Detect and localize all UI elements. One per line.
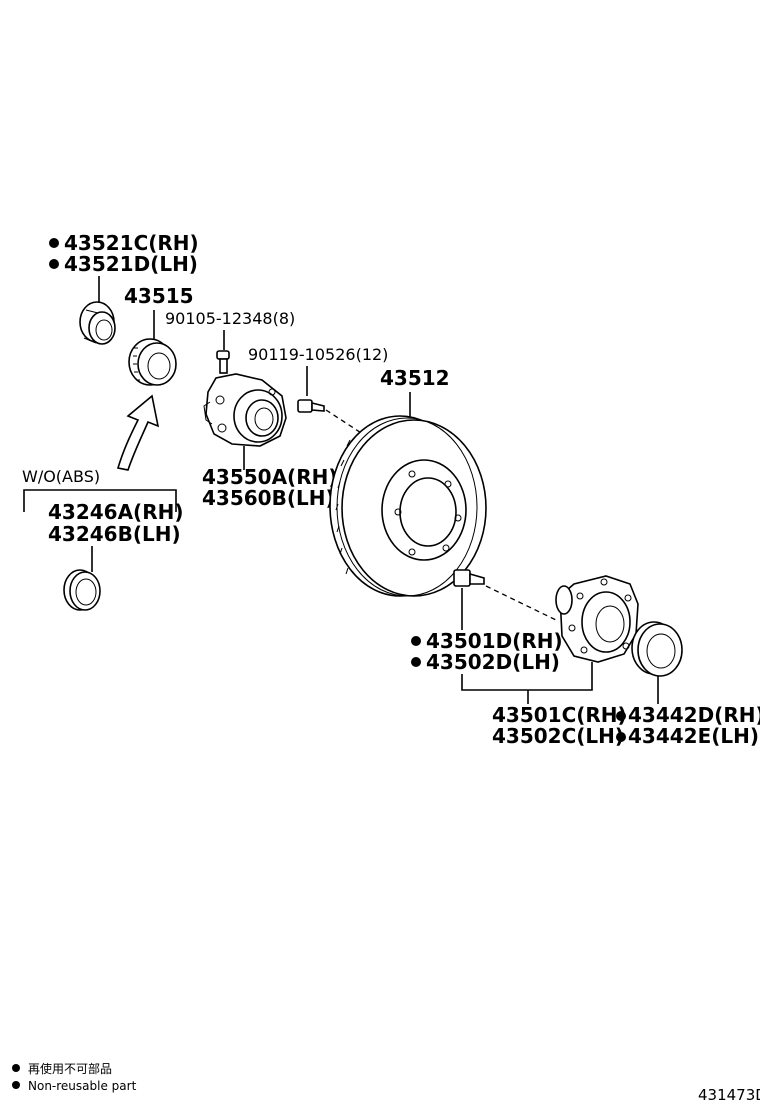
label-rotor-lh: 43246B(LH) [48, 522, 181, 546]
label-screw: 90105-12348(8) [165, 309, 295, 328]
label-hub-bearing-lh: 43560B(LH) [202, 486, 335, 510]
label-bearing: 43515 [124, 284, 194, 308]
label-seal-lh: 43521D(LH) [64, 252, 198, 276]
label-hubbolt-rh: 43501D(RH) [426, 629, 563, 653]
label-hubbolt-lh: 43502D(LH) [426, 650, 560, 674]
legend-jp: 再使用不可部品 [28, 1061, 112, 1076]
label-oilseal-lh: 43442E(LH) [628, 724, 759, 748]
legend-en: Non-reusable part [28, 1079, 137, 1093]
hub-bearing-part [203, 373, 287, 447]
dashed-guide [485, 585, 557, 621]
oil-seal-part [631, 621, 683, 677]
non-reusable-dot [49, 259, 59, 269]
bracket-line [461, 662, 593, 691]
label-hub-lh: 43502C(LH) [492, 724, 624, 748]
axle-hub-part [555, 575, 639, 663]
non-reusable-dot [616, 732, 626, 742]
label-hub-bearing-rh: 43550A(RH) [202, 465, 337, 489]
label-disc: 43512 [380, 366, 450, 390]
legend-dot [12, 1081, 20, 1089]
non-reusable-dot [411, 636, 421, 646]
label-hub-rh: 43501C(RH) [492, 703, 627, 727]
label-rotor-rh: 43246A(RH) [48, 500, 183, 524]
curved-arrow [116, 394, 160, 471]
screw-part [216, 350, 230, 374]
abs-rotor-part [63, 569, 101, 611]
bolt-part [297, 399, 325, 413]
brake-disc-part [329, 415, 487, 597]
diagram-id: 431473D [698, 1086, 760, 1104]
non-reusable-dot [616, 711, 626, 721]
non-reusable-dot [49, 238, 59, 248]
non-reusable-dot [411, 657, 421, 667]
bearing-part [128, 338, 177, 386]
bracket-line [23, 489, 177, 512]
legend-dot [12, 1064, 20, 1072]
hub-bolt-part [453, 569, 485, 587]
label-wo-abs: W/O(ABS) [22, 467, 100, 486]
label-seal-rh: 43521C(RH) [64, 231, 199, 255]
label-bolt: 90119-10526(12) [248, 345, 388, 364]
seal-part [79, 301, 116, 345]
label-oilseal-rh: 43442D(RH) [628, 703, 760, 727]
